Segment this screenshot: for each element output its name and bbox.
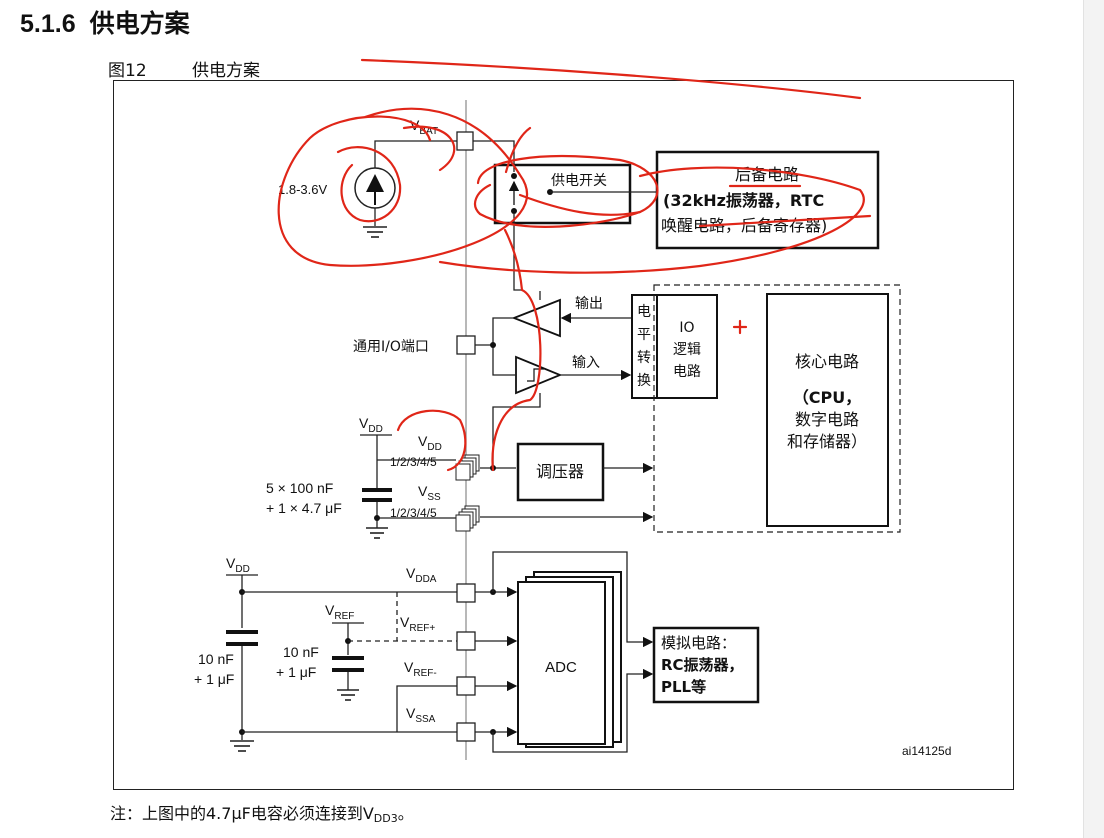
adc-label: ADC: [545, 659, 577, 676]
vref-label: VREF: [325, 602, 354, 622]
core-box: [766, 293, 889, 527]
analog-line1: 模拟电路：: [661, 634, 736, 652]
analog-line3: PLL等: [661, 678, 706, 696]
figure-id-tag: ai14125d: [902, 744, 951, 758]
footnote-prefix: 注：上图中的4.7μF电容必须连接到V: [110, 804, 374, 823]
backup-line3: 唤醒电路，后备寄存器): [661, 216, 827, 235]
section-title: 供电方案: [89, 10, 190, 38]
power-switch-box: [493, 163, 632, 225]
footnote-sub: DD3: [373, 812, 398, 825]
vdda-pin: [456, 583, 476, 603]
regulator-box: [516, 442, 605, 502]
io-logic-1: IO: [679, 320, 694, 336]
red-annotation-scribbles: [277, 58, 872, 472]
cap-ref-line2: + 1 μF: [276, 664, 316, 680]
backup-line2: (32kHz振荡器，RTC: [663, 191, 824, 210]
level-shift-3: 转: [637, 350, 651, 366]
figure-frame: [113, 80, 1014, 790]
battery-range: 1.8-3.6V: [278, 182, 327, 197]
vbat-pin: [456, 131, 474, 151]
io-logic-2: 逻辑: [673, 342, 701, 358]
gpio-label: 通用I/O端口: [353, 339, 429, 355]
page-scrollbar[interactable]: [1083, 0, 1104, 838]
footnote-suffix: 。: [397, 804, 414, 823]
level-shifter-box: [631, 294, 658, 399]
vref-plus-pin: [456, 631, 476, 651]
vss-pin-label: VSS: [418, 483, 441, 503]
input-label: 输入: [572, 355, 600, 371]
io-logic-3: 电路: [673, 364, 701, 380]
vdd-pins: [455, 463, 471, 481]
core-line4: 和存储器）: [787, 432, 867, 451]
core-line3: 数字电路: [795, 410, 859, 429]
vref-minus-pin: [456, 676, 476, 696]
cap-analog-line2: + 1 μF: [194, 671, 234, 687]
vdd-pin-label: VDD: [418, 433, 442, 453]
vss-pin-numbers: 1/2/3/4/5: [390, 506, 437, 520]
vdda-label: VDDA: [406, 565, 437, 585]
figure-title: 供电方案: [192, 61, 260, 81]
level-shift-2: 平: [637, 327, 651, 343]
vrefp-label: VREF+: [400, 614, 435, 634]
cap-main-line2: + 1 × 4.7 μF: [266, 500, 342, 516]
figure-label: 图12: [108, 61, 147, 81]
core-domain-dashed: [653, 284, 901, 533]
vdd-pin-numbers: 1/2/3/4/5: [390, 455, 437, 469]
output-label: 输出: [575, 296, 603, 312]
analog-circuit-box: [652, 626, 760, 704]
vss-pins: [455, 514, 471, 532]
analog-line2: RC振荡器，: [661, 656, 744, 674]
vdd-top-label: VDD: [359, 415, 383, 435]
adc-box: [517, 581, 606, 745]
regulator-label: 调压器: [536, 462, 584, 481]
vssa-pin: [456, 722, 476, 742]
vrefm-label: VREF-: [404, 659, 437, 679]
cap-main-line1: 5 × 100 nF: [266, 480, 333, 496]
core-title: 核心电路: [795, 352, 859, 371]
vdd-analog-label: VDD: [226, 555, 250, 575]
core-line2: （CPU，: [793, 388, 861, 407]
vssa-label: VSSA: [406, 705, 436, 725]
section-number: 5.1.6: [20, 10, 76, 38]
level-shift-1: 电: [637, 304, 651, 320]
level-shift-4: 换: [637, 372, 651, 389]
section-heading: 5.1.6 供电方案: [20, 4, 190, 40]
power-switch-label: 供电开关: [551, 173, 607, 189]
cap-analog-line1: 10 nF: [198, 651, 234, 667]
gpio-pin: [456, 335, 476, 355]
footnote: 注：上图中的4.7μF电容必须连接到VDD3。: [110, 800, 414, 825]
cap-ref-line1: 10 nF: [283, 644, 319, 660]
io-logic-box: [656, 294, 718, 399]
